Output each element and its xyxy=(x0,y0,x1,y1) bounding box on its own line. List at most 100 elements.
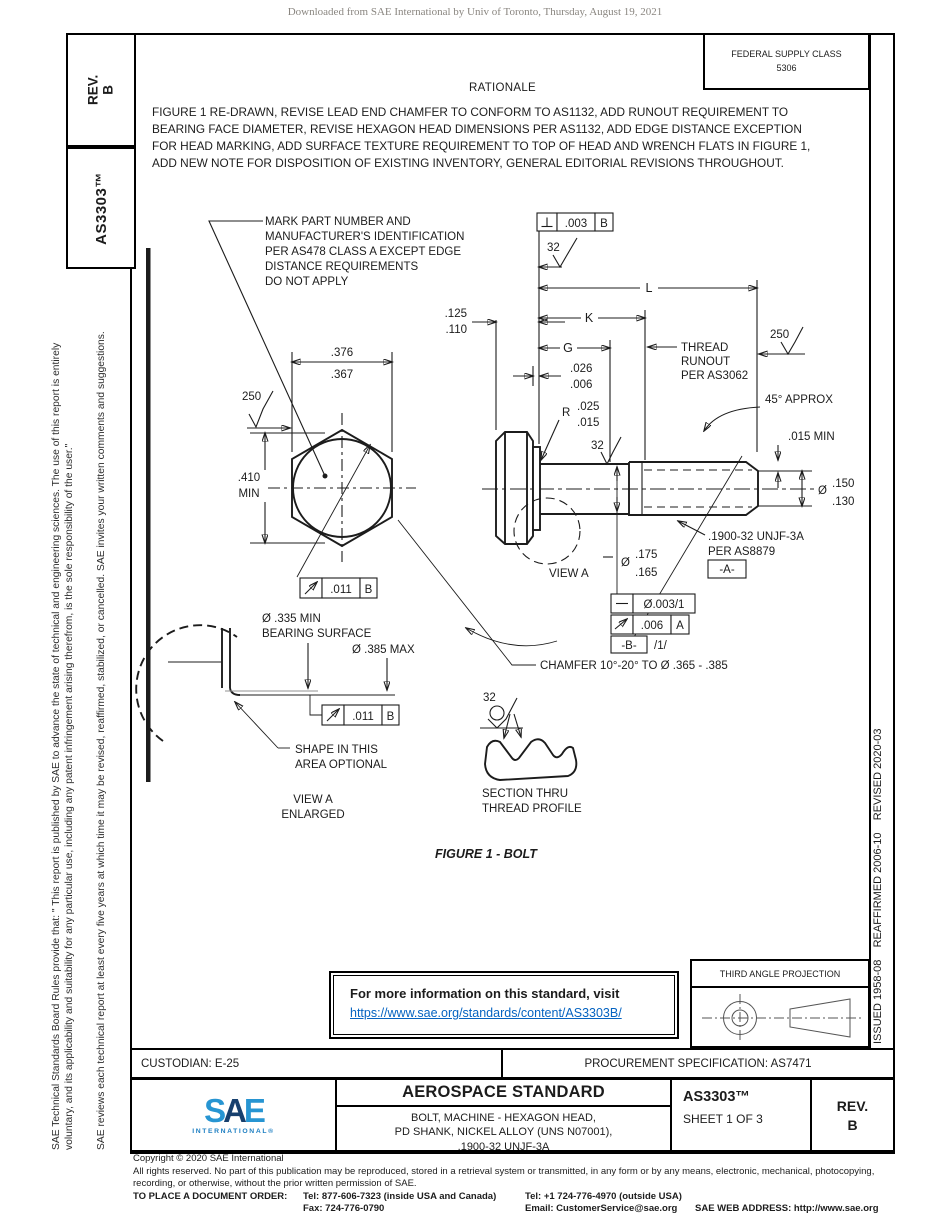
fcf-leader xyxy=(296,445,370,578)
svg-text:DISTANCE REQUIREMENTS: DISTANCE REQUIREMENTS xyxy=(265,261,418,273)
finish-symbol xyxy=(487,697,518,729)
custodian-row: CUSTODIAN: E-25 PROCUREMENT SPECIFICATIO… xyxy=(130,1048,895,1079)
svg-text:A: A xyxy=(676,620,684,632)
view-a-enlarged-drawing: .011 B SHAPE IN THIS AREA OPTIONAL VIEW … xyxy=(135,624,400,821)
rev-box: REV. B xyxy=(66,33,136,147)
chamfer-note: CHAMFER 10°-20° TO Ø .365 - .385 xyxy=(397,519,728,672)
right-strip-divider xyxy=(869,33,871,1048)
finish-symbol xyxy=(552,237,578,269)
svg-text:.015: .015 xyxy=(577,417,599,429)
svg-text:VIEW A: VIEW A xyxy=(549,568,589,580)
svg-text:B: B xyxy=(365,584,373,596)
order-label: TO PLACE A DOCUMENT ORDER: xyxy=(133,1190,288,1202)
finish-symbol xyxy=(780,326,804,356)
standard-link[interactable]: https://www.sae.org/standards/content/AS… xyxy=(350,1006,622,1020)
runout-symbol-icon xyxy=(614,619,627,630)
dim-410-min: .410 MIN xyxy=(232,433,325,543)
svg-text:-A-: -A- xyxy=(719,564,735,576)
info-box-inner: For more information on this standard, v… xyxy=(333,975,675,1035)
email: Email: CustomerService@sae.org xyxy=(525,1203,678,1214)
surface-finish-250-right: 250 xyxy=(759,326,805,356)
svg-text:ENLARGED: ENLARGED xyxy=(281,809,344,821)
svg-text:Ø: Ø xyxy=(621,557,630,569)
finish-circle-icon xyxy=(489,705,505,721)
federal-supply-class-box: FEDERAL SUPPLY CLASS 5306 xyxy=(703,33,870,90)
section-thread-profile: 32 SECTION THRU THREAD PROFILE xyxy=(480,692,582,815)
svg-text:SECTION THRU: SECTION THRU xyxy=(482,788,568,800)
svg-text:.015 MIN: .015 MIN xyxy=(788,431,835,443)
svg-text:250: 250 xyxy=(770,329,789,341)
runout-symbol-icon xyxy=(326,709,339,722)
title-block: SAE INTERNATIONAL® AEROSPACE STANDARD BO… xyxy=(130,1077,895,1154)
tel-outside: Tel: +1 724-776-4970 (outside USA) xyxy=(525,1190,682,1202)
finish-symbol xyxy=(600,436,622,466)
sae-logo-word: SAE xyxy=(204,1092,266,1130)
dim-head-height: .125 .110 xyxy=(445,308,565,336)
washer-face xyxy=(532,446,541,531)
dim-L-K-G: L K G xyxy=(495,231,757,462)
thread-runout-note: THREAD RUNOUT PER AS3062 xyxy=(648,342,748,382)
svg-text:.006: .006 xyxy=(570,379,592,391)
svg-text:MANUFACTURER'S IDENTIFICATION: MANUFACTURER'S IDENTIFICATION xyxy=(265,231,464,243)
mark-note-leader xyxy=(208,220,326,477)
svg-text:MIN: MIN xyxy=(238,488,259,500)
title-block-center: AEROSPACE STANDARD BOLT, MACHINE - HEXAG… xyxy=(337,1079,672,1153)
svg-text:BEARING SURFACE: BEARING SURFACE xyxy=(262,628,372,640)
title-block-number-cell: AS3303™ SHEET 1 OF 3 xyxy=(672,1079,812,1152)
drawing-frame xyxy=(130,33,895,1152)
svg-text:.026: .026 xyxy=(570,363,592,375)
svg-text:.110: .110 xyxy=(445,324,467,336)
copyright-block: Copyright © 2020 SAE International All r… xyxy=(133,1153,933,1216)
surface-finish-250-left: 250 xyxy=(242,390,290,429)
svg-text:B: B xyxy=(600,218,608,230)
revision-change-bar xyxy=(146,248,151,782)
doc-title-line1: BOLT, MACHINE - HEXAGON HEAD, xyxy=(411,1111,596,1124)
copyright-line1: Copyright © 2020 SAE International xyxy=(133,1153,284,1164)
svg-text:.165: .165 xyxy=(635,567,657,579)
svg-text:B: B xyxy=(387,711,395,723)
rationale-title: RATIONALE xyxy=(468,82,537,94)
svg-text:.1900-32 UNJF-3A: .1900-32 UNJF-3A xyxy=(708,531,804,543)
sae-logo-subtext: INTERNATIONAL® xyxy=(192,1127,275,1135)
svg-text:R: R xyxy=(562,407,570,419)
dim-fillet-radius: R .025 .015 xyxy=(541,401,599,460)
title-block-rev-cell: REV. B xyxy=(812,1080,893,1152)
svg-text:.125: .125 xyxy=(445,308,467,320)
finish-symbol xyxy=(248,390,274,429)
svg-text:.410: .410 xyxy=(238,472,260,484)
doc-title-line2: PD SHANK, NICKEL ALLOY (UNS N07001), xyxy=(394,1126,613,1138)
dim-015-min: .015 MIN xyxy=(760,431,835,488)
svg-text:.175: .175 xyxy=(635,549,657,561)
thread-profile-section xyxy=(484,738,578,781)
head-outline-dashed xyxy=(135,624,238,742)
hexagon-outline xyxy=(291,428,393,548)
svg-text:.376: .376 xyxy=(331,347,353,359)
svg-text:32: 32 xyxy=(483,692,496,704)
dim-thread-end-dia: Ø .150 .130 xyxy=(758,471,854,508)
svg-text:PER AS8879: PER AS8879 xyxy=(708,546,775,558)
svg-text:K: K xyxy=(585,311,594,325)
fsc-label: FEDERAL SUPPLY CLASS xyxy=(731,49,842,59)
fcf-perpendicularity: .003 B xyxy=(536,212,614,232)
datum-a-box xyxy=(707,559,747,579)
figure-caption: FIGURE 1 - BOLT xyxy=(435,847,538,861)
leader-dot xyxy=(322,473,328,479)
third-angle-projection-symbol xyxy=(702,994,862,1042)
svg-text:THREAD PROFILE: THREAD PROFILE xyxy=(482,803,582,815)
svg-text:MARK PART NUMBER AND: MARK PART NUMBER AND xyxy=(265,216,411,228)
svg-text:.367: .367 xyxy=(331,369,353,381)
svg-text:Ø: Ø xyxy=(818,485,827,497)
fcf-runout-011-hex: .011 B xyxy=(299,577,378,599)
svg-text:G: G xyxy=(563,341,573,355)
thread-outline xyxy=(629,461,759,516)
svg-text:250: 250 xyxy=(242,391,261,403)
svg-text:CHAMFER 10°-20° TO Ø .365 - .3: CHAMFER 10°-20° TO Ø .365 - .385 xyxy=(540,660,728,672)
surface-finish-32-top: 32 xyxy=(539,237,578,269)
svg-text:32: 32 xyxy=(591,440,604,452)
svg-text:/1/: /1/ xyxy=(654,640,668,652)
svg-text:.130: .130 xyxy=(832,496,854,508)
custodian-cell: CUSTODIAN: E-25 xyxy=(132,1050,503,1077)
title-divider xyxy=(337,1104,670,1107)
